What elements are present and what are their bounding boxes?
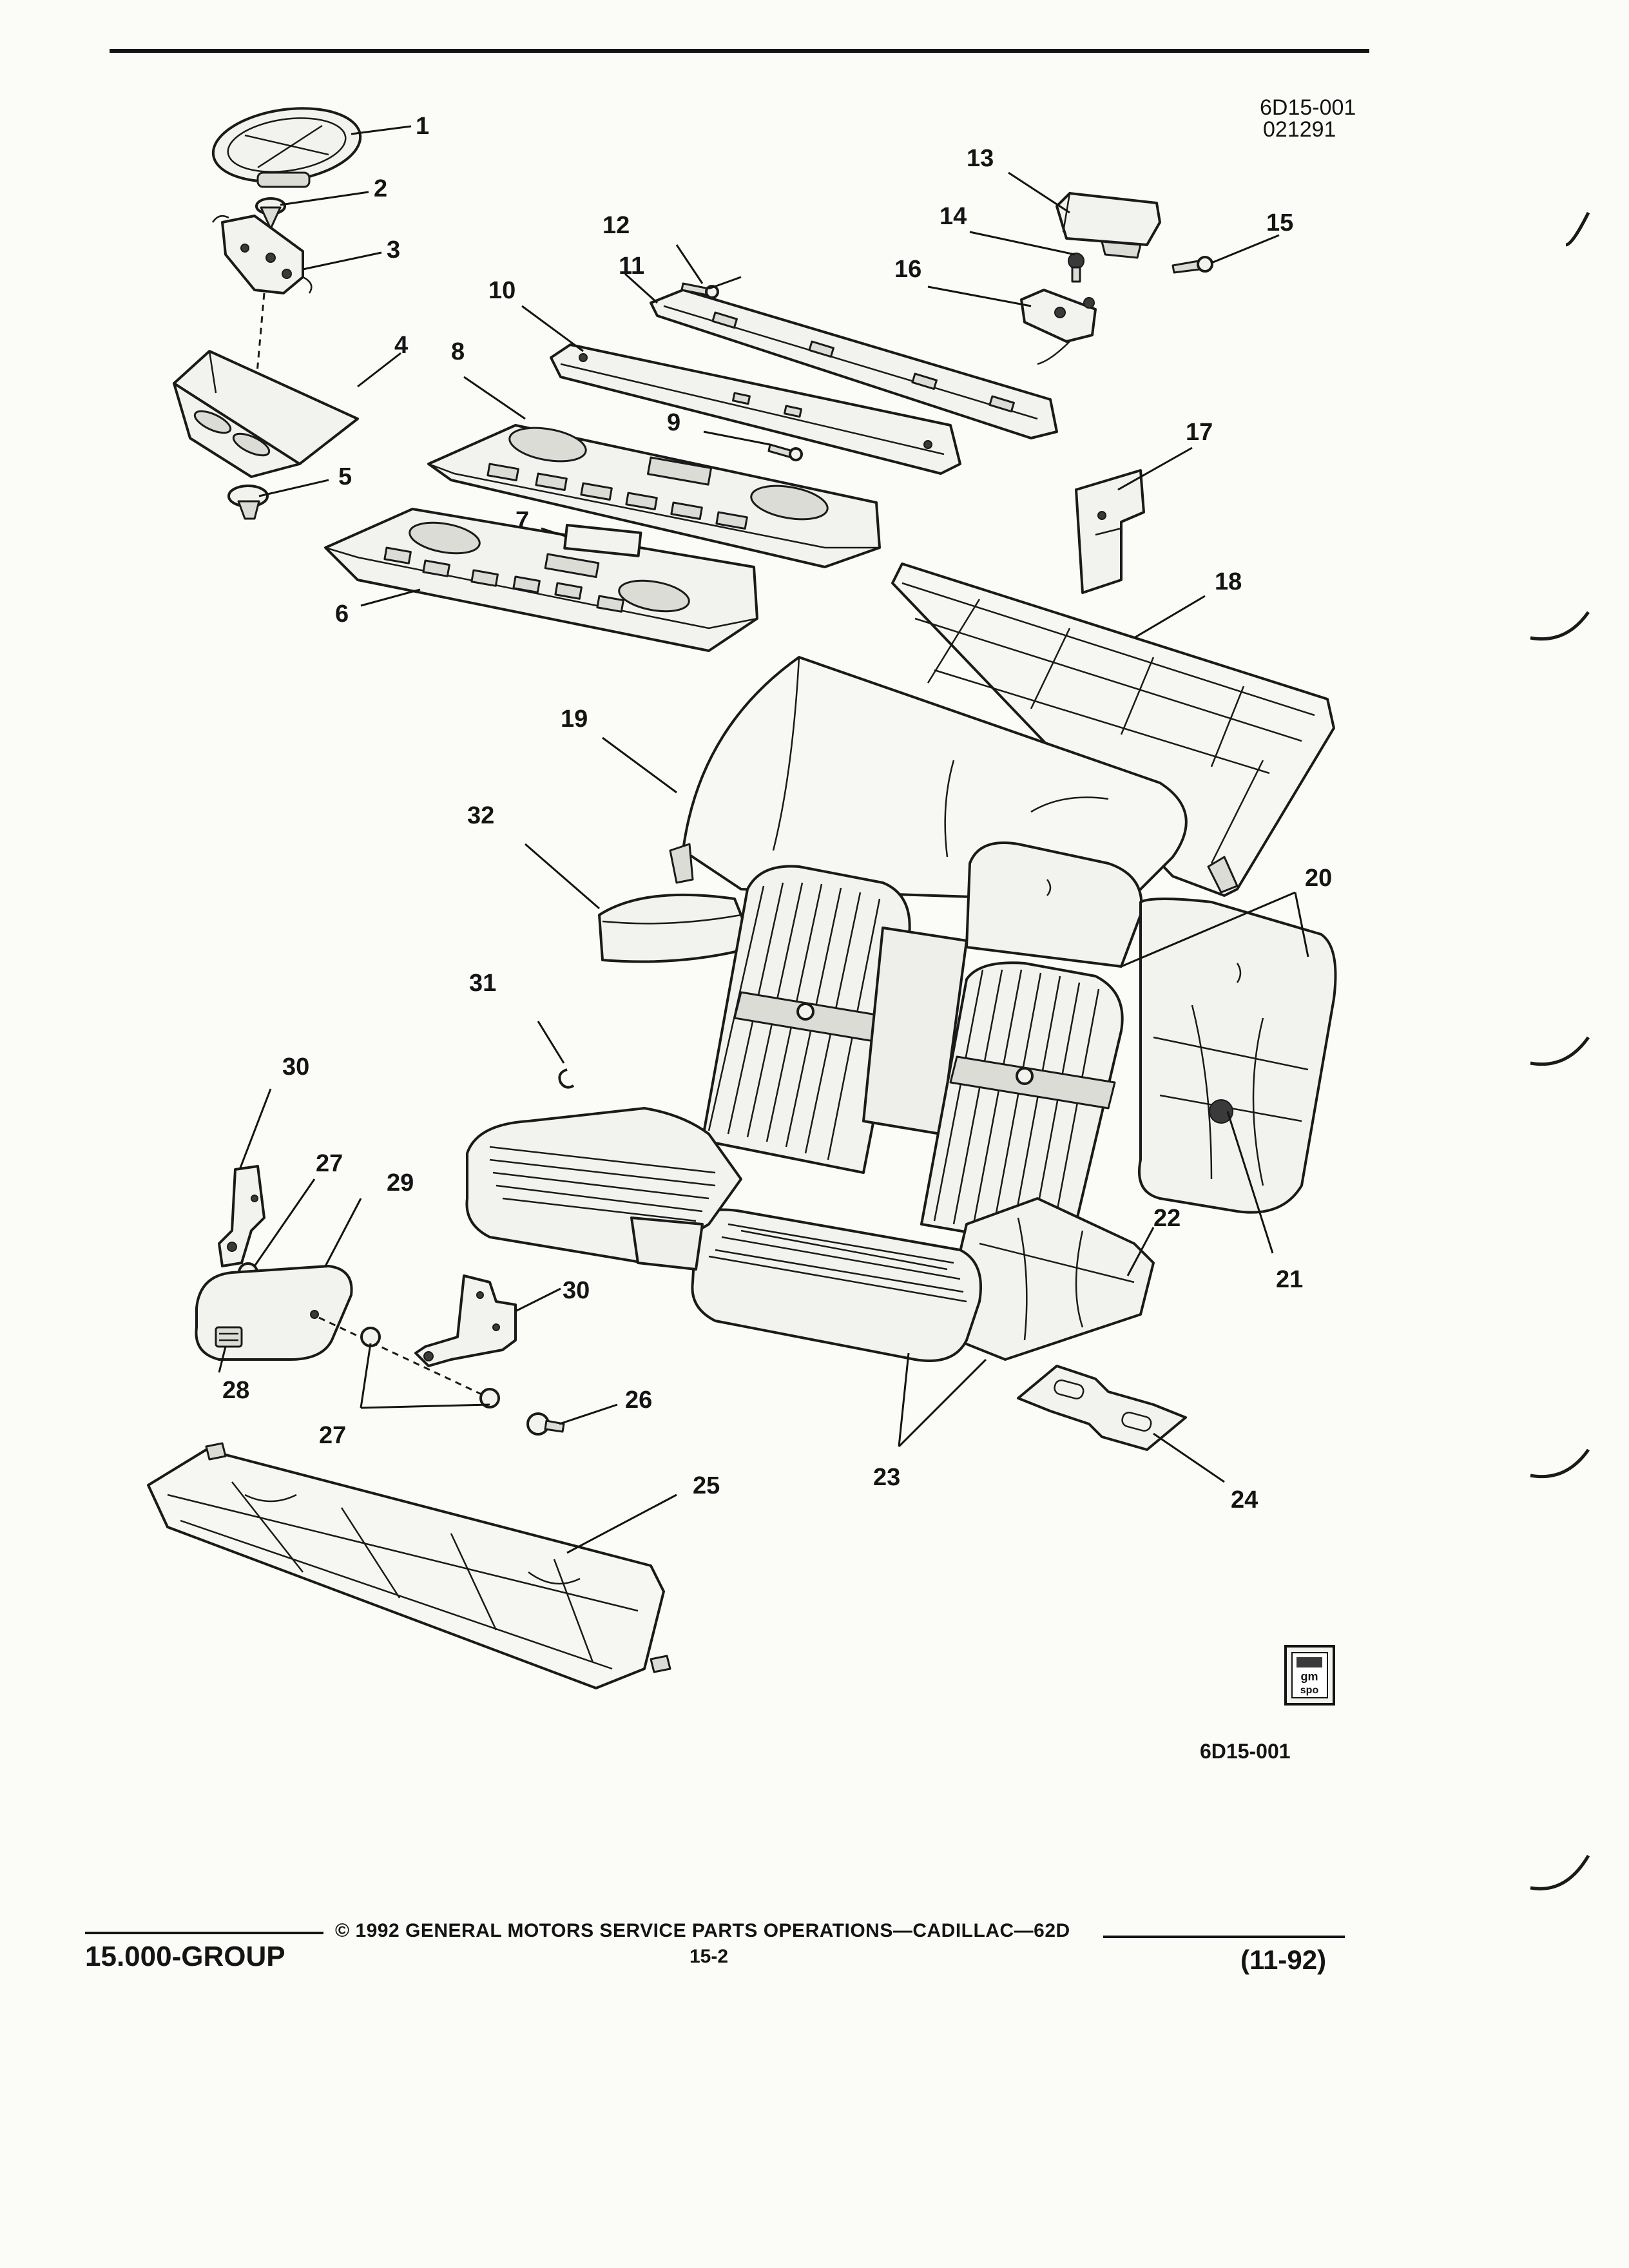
callout-30-left: 30 xyxy=(282,1053,309,1081)
part-28-armrest-latch xyxy=(215,1326,243,1348)
callout-12: 12 xyxy=(602,212,630,239)
part-18-seat-back-frame xyxy=(891,562,1335,897)
part-14-bolt xyxy=(1068,253,1084,283)
part-9-screw xyxy=(767,443,803,461)
part-17-bracket xyxy=(1075,469,1145,594)
callout-14: 14 xyxy=(940,203,967,230)
callout-10: 10 xyxy=(488,277,516,304)
footer-rule-left xyxy=(85,1932,323,1934)
callout-13: 13 xyxy=(967,145,994,172)
part-27-washer-center xyxy=(360,1327,500,1408)
figure-ref-date: 021291 xyxy=(1263,117,1336,142)
callout-31: 31 xyxy=(469,970,496,997)
callout-16: 16 xyxy=(894,256,921,283)
part-8-shelf-trim-panel xyxy=(427,424,881,568)
callout-4: 4 xyxy=(394,332,408,359)
part-2-clip xyxy=(255,197,286,230)
part-30-hinge-bracket-right xyxy=(414,1274,517,1367)
part-19-seat-back-cushion xyxy=(669,656,1188,903)
callout-25: 25 xyxy=(693,1472,720,1499)
part-4-speaker-enclosure xyxy=(173,350,359,478)
callout-11: 11 xyxy=(619,253,644,280)
footer-date-code: (11-92) xyxy=(1240,1945,1327,1975)
part-22-seat-cushion-right xyxy=(940,1197,1155,1361)
binder-marks xyxy=(1530,211,1590,1890)
part-23-seat-cushion-center xyxy=(691,1208,982,1362)
callout-3: 3 xyxy=(387,236,400,264)
callout-26: 26 xyxy=(625,1387,652,1414)
callout-24: 24 xyxy=(1231,1486,1258,1514)
part-25-seat-frame xyxy=(147,1442,671,1689)
top-rule xyxy=(110,49,1369,53)
part-10-reinforcement xyxy=(550,343,961,475)
callout-17: 17 xyxy=(1186,419,1213,446)
footer-group-label: 15.000-GROUP xyxy=(85,1941,285,1972)
callout-28: 28 xyxy=(222,1377,249,1404)
figure-ref-code: 6D15-001 xyxy=(1260,95,1356,120)
part-3-bracket xyxy=(211,215,313,294)
callout-6: 6 xyxy=(335,601,349,628)
footer-page-number: 15-2 xyxy=(689,1946,729,1967)
callout-29: 29 xyxy=(387,1169,414,1196)
seat-cushion-left-pleated xyxy=(465,1107,742,1271)
callout-32: 32 xyxy=(467,802,494,829)
footer-rule-right xyxy=(1103,1936,1345,1938)
part-5-push-clip xyxy=(227,485,269,520)
callout-27-left: 27 xyxy=(316,1150,343,1177)
callout-20: 20 xyxy=(1305,865,1332,892)
badge-gm-text: gm xyxy=(1301,1670,1318,1683)
callout-27-bottom: 27 xyxy=(319,1422,346,1449)
callout-2: 2 xyxy=(374,175,387,202)
gm-spo-badge: gm spo xyxy=(1284,1645,1335,1706)
callout-9: 9 xyxy=(667,409,680,436)
callout-15: 15 xyxy=(1266,209,1293,236)
callout-18: 18 xyxy=(1215,568,1242,595)
callout-5: 5 xyxy=(338,463,352,490)
seat-back-center-pleated xyxy=(862,927,1124,1251)
callout-30-right: 30 xyxy=(563,1277,590,1304)
callout-8: 8 xyxy=(451,338,465,365)
part-1-speaker-grille xyxy=(211,107,362,188)
callout-1: 1 xyxy=(416,113,429,140)
callout-22: 22 xyxy=(1153,1205,1181,1232)
part-6-rear-shelf-panel xyxy=(324,508,758,652)
part-31-clip xyxy=(558,1068,575,1089)
part-24-plate xyxy=(1017,1365,1187,1451)
part-16-lamp-socket xyxy=(1020,289,1097,365)
figure-bottom-code: 6D15-001 xyxy=(1200,1740,1291,1763)
part-30-hinge-bracket-left xyxy=(218,1165,265,1267)
part-21-seat-back-right xyxy=(965,841,1337,1214)
part-26-bolt xyxy=(526,1412,565,1436)
callout-7: 7 xyxy=(516,507,529,534)
part-32-side-bolster xyxy=(598,893,755,963)
part-13-lamp-housing xyxy=(1055,192,1161,259)
badge-spo-text: spo xyxy=(1300,1685,1319,1696)
part-15-screw xyxy=(1171,256,1213,274)
callout-21: 21 xyxy=(1276,1266,1303,1293)
callout-23: 23 xyxy=(873,1464,900,1491)
callout-19: 19 xyxy=(561,706,588,733)
footer-copyright: © 1992 GENERAL MOTORS SERVICE PARTS OPER… xyxy=(335,1920,1070,1941)
seat-back-left-pleated xyxy=(701,865,911,1174)
